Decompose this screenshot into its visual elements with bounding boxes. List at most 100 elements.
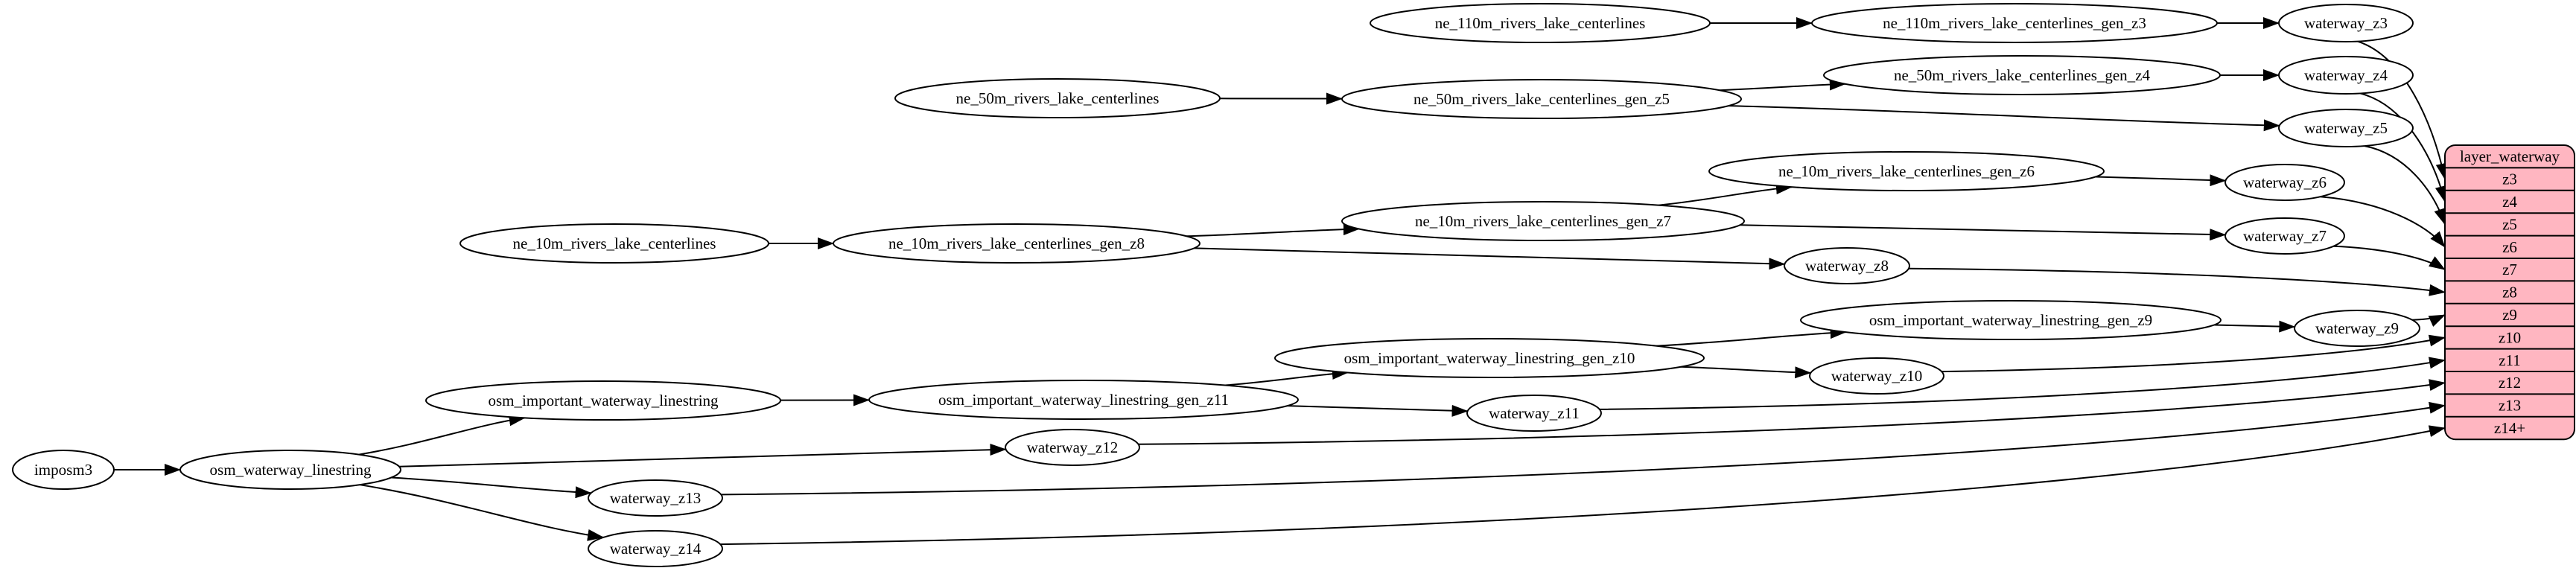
node-waterway_z8: waterway_z8 — [1784, 247, 1910, 284]
node-label-waterway_z14: waterway_z14 — [610, 540, 702, 558]
edge-osm_imp_gen_z9-to-waterway_z9 — [2214, 320, 2296, 333]
node-label-ne_10m: ne_10m_rivers_lake_centerlines — [513, 234, 716, 252]
node-label-osm_imp_gen_z11: osm_important_waterway_linestring_gen_z1… — [938, 391, 1229, 409]
node-ne_10m_gen_z8: ne_10m_rivers_lake_centerlines_gen_z8 — [833, 223, 1200, 264]
node-osm_imp: osm_important_waterway_linestring — [425, 380, 781, 421]
node-waterway_z12: waterway_z12 — [1005, 429, 1140, 466]
node-ellipse-waterway_z4 — [2278, 56, 2414, 95]
node-label-waterway_z6: waterway_z6 — [2243, 173, 2327, 191]
record-row-z13: z13 — [2499, 397, 2521, 415]
edge-osm_imp_gen_z11-to-waterway_z11 — [1287, 404, 1469, 417]
node-ellipse-waterway_z11 — [1466, 395, 1602, 432]
record-row-z14+: z14+ — [2494, 419, 2525, 437]
node-waterway_z9: waterway_z9 — [2294, 310, 2420, 347]
edge-osm_imp_gen_z10-to-waterway_z10 — [1680, 366, 1812, 379]
node-label-waterway_z11: waterway_z11 — [1489, 404, 1580, 422]
record-row-z6: z6 — [2502, 238, 2517, 256]
record-layer-waterway: layer_waterwayz3z4z5z6z7z8z9z10z11z12z13… — [2444, 144, 2575, 441]
node-ellipse-ne_110m — [1370, 3, 1711, 43]
record-row-z9: z9 — [2502, 306, 2517, 324]
node-label-waterway_z10: waterway_z10 — [1831, 367, 1922, 385]
edge-osm_waterway-to-waterway_z12 — [399, 443, 1007, 468]
node-ne_50m_gen_z5: ne_50m_rivers_lake_centerlines_gen_z5 — [1341, 79, 1742, 119]
edge-waterway_z14-to-layer-z14+ — [720, 425, 2446, 546]
record-row-z8: z8 — [2502, 284, 2517, 301]
node-ellipse-ne_10m_gen_z6 — [1708, 151, 2105, 191]
node-ellipse-waterway_z14 — [588, 530, 723, 567]
node-waterway_z14: waterway_z14 — [588, 530, 723, 567]
node-ellipse-ne_50m_gen_z5 — [1341, 79, 1742, 119]
edge-ne_50m_gen_z5-to-waterway_z5 — [1729, 105, 2280, 132]
node-label-waterway_z8: waterway_z8 — [1805, 257, 1889, 275]
edge-ne_10m_gen_z8-to-ne_10m_gen_z7 — [1186, 223, 1360, 237]
node-label-ne_50m_gen_z5: ne_50m_rivers_lake_centerlines_gen_z5 — [1413, 90, 1670, 108]
node-waterway_z5: waterway_z5 — [2278, 109, 2414, 147]
record-row-z5: z5 — [2502, 215, 2517, 233]
node-osm_imp_gen_z9: osm_important_waterway_linestring_gen_z9 — [1800, 300, 2222, 340]
edge-osm_waterway-to-waterway_z14 — [360, 484, 605, 541]
node-label-ne_50m: ne_50m_rivers_lake_centerlines — [956, 89, 1160, 107]
edge-waterway_z6-to-layer-z6 — [2320, 196, 2446, 248]
node-ellipse-osm_imp — [425, 380, 781, 421]
node-ellipse-waterway_z12 — [1005, 429, 1140, 466]
node-label-ne_110m: ne_110m_rivers_lake_centerlines — [1435, 14, 1646, 32]
node-ne_10m_gen_z6: ne_10m_rivers_lake_centerlines_gen_z6 — [1708, 151, 2105, 191]
edge-waterway_z11-to-layer-z11 — [1599, 357, 2446, 410]
node-ellipse-waterway_z3 — [2278, 4, 2414, 42]
edge-ne_10m_gen_z6-to-waterway_z6 — [2095, 174, 2227, 187]
record-row-z11: z11 — [2499, 351, 2521, 369]
record-title: layer_waterway — [2460, 147, 2560, 165]
node-waterway_z11: waterway_z11 — [1466, 395, 1602, 432]
node-ellipse-ne_50m — [894, 78, 1221, 118]
edge-waterway_z12-to-layer-z12 — [1138, 379, 2446, 445]
node-ne_50m: ne_50m_rivers_lake_centerlines — [894, 78, 1221, 118]
node-label-ne_50m_gen_z4: ne_50m_rivers_lake_centerlines_gen_z4 — [1894, 66, 2151, 84]
node-ellipse-waterway_z7 — [2224, 217, 2345, 255]
node-waterway_z10: waterway_z10 — [1809, 357, 1944, 395]
node-label-waterway_z7: waterway_z7 — [2243, 227, 2327, 245]
record-row-z12: z12 — [2499, 374, 2521, 392]
record-row-z3: z3 — [2502, 170, 2517, 188]
edge-ne_10m_gen_z7-to-ne_10m_gen_z6 — [1658, 182, 1793, 206]
edge-ne_10m_gen_z8-to-waterway_z8 — [1194, 247, 1786, 270]
node-ellipse-osm_imp_gen_z10 — [1274, 338, 1705, 378]
node-label-osm_imp_gen_z9: osm_important_waterway_linestring_gen_z9 — [1869, 311, 2152, 329]
node-ne_10m_gen_z7: ne_10m_rivers_lake_centerlines_gen_z7 — [1341, 201, 1745, 241]
node-ellipse-waterway_z5 — [2278, 109, 2414, 147]
node-waterway_z6: waterway_z6 — [2224, 164, 2345, 201]
node-label-imposm3: imposm3 — [34, 461, 92, 479]
node-ellipse-waterway_z9 — [2294, 310, 2420, 347]
edge-osm_imp_gen_z10-to-osm_imp_gen_z9 — [1656, 327, 1847, 347]
record-row-z7: z7 — [2502, 261, 2517, 278]
node-osm_waterway: osm_waterway_linestring — [179, 450, 401, 490]
node-label-ne_10m_gen_z8: ne_10m_rivers_lake_centerlines_gen_z8 — [888, 234, 1145, 252]
edges-layer — [113, 17, 2448, 546]
node-label-osm_imp: osm_important_waterway_linestring — [488, 392, 719, 409]
record-row-z10: z10 — [2499, 328, 2521, 346]
node-label-osm_waterway: osm_waterway_linestring — [210, 461, 372, 479]
edge-waterway_z3-to-layer-z3 — [2357, 40, 2448, 180]
node-ellipse-waterway_z13 — [588, 479, 723, 517]
edge-waterway_z9-to-layer-z9 — [2412, 314, 2446, 327]
node-ne_110m: ne_110m_rivers_lake_centerlines — [1370, 3, 1711, 43]
node-ne_50m_gen_z4: ne_50m_rivers_lake_centerlines_gen_z4 — [1823, 55, 2221, 95]
node-ellipse-osm_imp_gen_z9 — [1800, 300, 2222, 340]
node-label-waterway_z13: waterway_z13 — [610, 489, 701, 507]
node-label-osm_imp_gen_z10: osm_important_waterway_linestring_gen_z1… — [1344, 349, 1635, 367]
node-ellipse-ne_50m_gen_z4 — [1823, 55, 2221, 95]
node-label-waterway_z12: waterway_z12 — [1027, 438, 1118, 456]
node-label-waterway_z3: waterway_z3 — [2304, 14, 2388, 32]
edge-waterway_z10-to-layer-z10 — [1941, 334, 2446, 373]
node-ellipse-ne_10m — [459, 223, 769, 264]
edge-waterway_z8-to-layer-z8 — [1908, 267, 2446, 296]
node-ellipse-ne_10m_gen_z7 — [1341, 201, 1745, 241]
edge-waterway_z7-to-layer-z7 — [2333, 245, 2446, 271]
node-label-ne_110m_gen_z3: ne_110m_rivers_lake_centerlines_gen_z3 — [1883, 14, 2146, 32]
node-waterway_z3: waterway_z3 — [2278, 4, 2414, 42]
node-imposm3: imposm3 — [12, 450, 115, 490]
node-label-ne_10m_gen_z7: ne_10m_rivers_lake_centerlines_gen_z7 — [1415, 212, 1671, 230]
node-ne_10m: ne_10m_rivers_lake_centerlines — [459, 223, 769, 264]
edge-waterway_z13-to-layer-z13 — [721, 401, 2446, 496]
